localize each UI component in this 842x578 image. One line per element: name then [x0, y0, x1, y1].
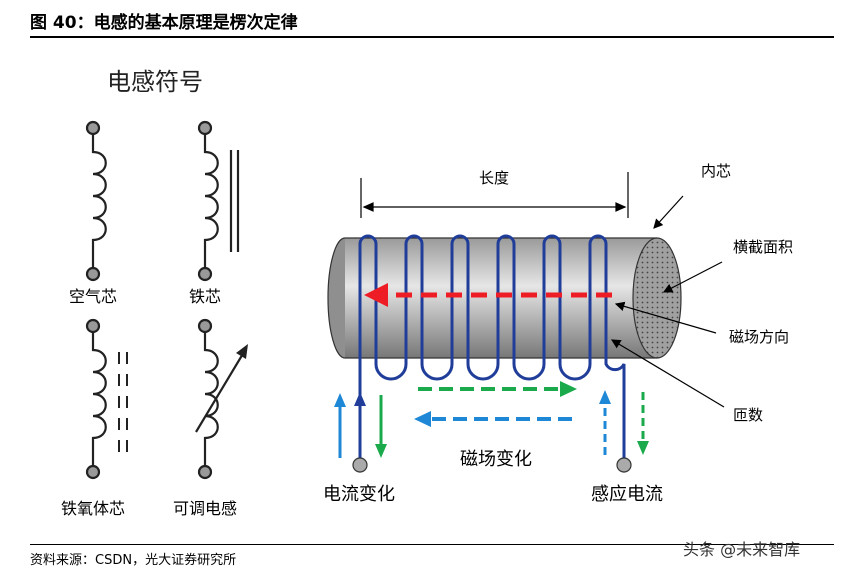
- figure-title: 图 40：电感的基本原理是楞次定律: [30, 13, 298, 33]
- core-callout: [653, 195, 684, 229]
- induced-current-arrows: [599, 390, 649, 455]
- induced-current-label: 感应电流: [591, 484, 663, 505]
- left-terminal: [352, 457, 368, 473]
- turns-label: 匝数: [733, 406, 763, 424]
- field-change-label: 磁场变化: [460, 449, 532, 470]
- ferrite-core-label: 铁氧体芯: [61, 499, 125, 518]
- iron-core-symbol: [197, 120, 240, 282]
- length-dimension: [360, 172, 629, 218]
- source-note: 资料来源：CSDN，光大证券研究所: [30, 553, 237, 568]
- current-change-arrows: [334, 392, 387, 458]
- air-core-label: 空气芯: [69, 287, 117, 306]
- length-label: 长度: [479, 169, 509, 187]
- field-direction-arrow: [364, 283, 612, 307]
- turns-callout: [610, 339, 725, 408]
- field-direction-callout: [614, 301, 717, 334]
- adjustable-inductor-label: 可调电感: [173, 499, 237, 518]
- symbols-heading: 电感符号: [107, 68, 203, 96]
- cross-section-callout: [662, 261, 723, 293]
- air-core-symbol: [85, 120, 107, 282]
- adjustable-inductor-symbol: [195, 318, 248, 480]
- title-divider: [30, 36, 834, 38]
- field-direction-label: 磁场方向: [729, 328, 789, 346]
- cross-section-label: 横截面积: [733, 238, 793, 256]
- ferrite-core-symbol: [85, 318, 128, 480]
- footer-divider: [30, 544, 834, 545]
- watermark: 头条 @未来智库: [683, 540, 801, 559]
- field-change-arrows: [414, 381, 577, 427]
- cross-section-face: [632, 237, 682, 359]
- core-label: 内芯: [701, 162, 731, 180]
- current-change-label: 电流变化: [323, 484, 395, 505]
- iron-core-label: 铁芯: [189, 287, 221, 306]
- coil-winding: [358, 234, 626, 465]
- right-terminal: [616, 457, 632, 473]
